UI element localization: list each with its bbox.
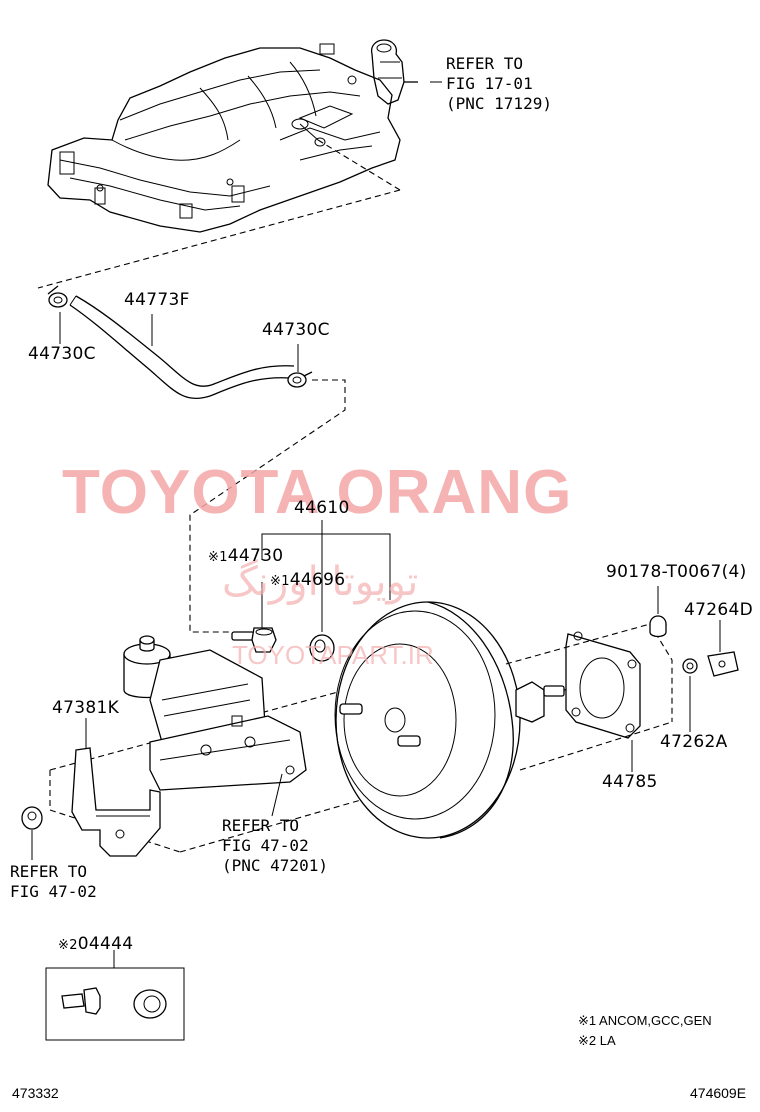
repair-kit-box xyxy=(45,950,185,1041)
reference-fig-47-02-mid[interactable]: REFER TO FIG 47-02 (PNC 47201) xyxy=(222,816,328,876)
reference-line: REFER TO xyxy=(10,862,88,881)
part-number: 44696 xyxy=(289,570,346,590)
brake-booster xyxy=(334,601,585,839)
reference-fig-17-01[interactable]: REFER TO FIG 17-01 (PNC 17129) xyxy=(446,54,552,114)
part-label-44730C-right: 44730C xyxy=(262,320,330,340)
reference-fig-47-02-left[interactable]: REFER TO FIG 47-02 xyxy=(10,862,97,902)
reference-line: FIG 17-01 xyxy=(446,74,533,93)
reference-line: REFER TO xyxy=(222,816,300,835)
check-valve xyxy=(231,627,277,653)
reference-line: REFER TO xyxy=(446,54,524,73)
reference-line: FIG 47-02 xyxy=(222,836,309,855)
part-label-47381K: 47381K xyxy=(52,698,120,718)
part-label-44730C-left: 44730C xyxy=(28,344,96,364)
part-label-44773F: 44773F xyxy=(124,290,190,310)
vacuum-hose-illustration xyxy=(69,295,295,400)
booster-nut xyxy=(649,615,667,638)
note-la: ※2 LA xyxy=(578,1033,616,1048)
nut xyxy=(21,806,43,830)
part-label-44785: 44785 xyxy=(602,772,658,792)
grommet xyxy=(309,634,335,662)
hose-clamp-left xyxy=(47,285,68,308)
intake-manifold-illustration xyxy=(47,39,418,233)
applicability-mark: ※1 xyxy=(208,550,228,565)
watermark-brand: TOYOTA ORANG xyxy=(62,458,573,527)
watermark-persian: تویوتا اورنگ xyxy=(222,559,419,605)
footer-left-code: 473332 xyxy=(12,1085,59,1101)
part-label-44610: 44610 xyxy=(294,498,350,518)
part-label-04444: ※204444 xyxy=(58,936,133,953)
applicability-mark: ※2 xyxy=(58,938,78,953)
part-label-47264D: 47264D xyxy=(684,600,753,620)
reference-line: (PNC 17129) xyxy=(446,94,552,113)
reference-line: (PNC 47201) xyxy=(222,856,328,875)
clevis xyxy=(707,651,739,677)
note-ancom: ※1 ANCOM,GCC,GEN xyxy=(578,1013,712,1028)
mounting-bracket xyxy=(71,747,161,857)
part-label-44696: ※144696 xyxy=(270,572,345,589)
applicability-mark: ※1 xyxy=(270,574,290,589)
watermark-url: TOYOTAPART.IR xyxy=(232,640,434,670)
booster-gasket xyxy=(565,631,641,739)
part-label-90178: 90178-T0067(4) xyxy=(606,562,747,582)
reference-line: FIG 47-02 xyxy=(10,882,97,901)
part-label-47262A: 47262A xyxy=(660,732,728,752)
part-label-44730: ※144730 xyxy=(208,548,283,565)
footer-right-code: 474609E xyxy=(690,1085,747,1101)
hose-clamp-right xyxy=(287,371,313,388)
part-number: 04444 xyxy=(77,934,134,954)
part-number: 44730 xyxy=(227,546,284,566)
lock-nut xyxy=(682,658,698,674)
master-cylinder xyxy=(123,635,307,791)
